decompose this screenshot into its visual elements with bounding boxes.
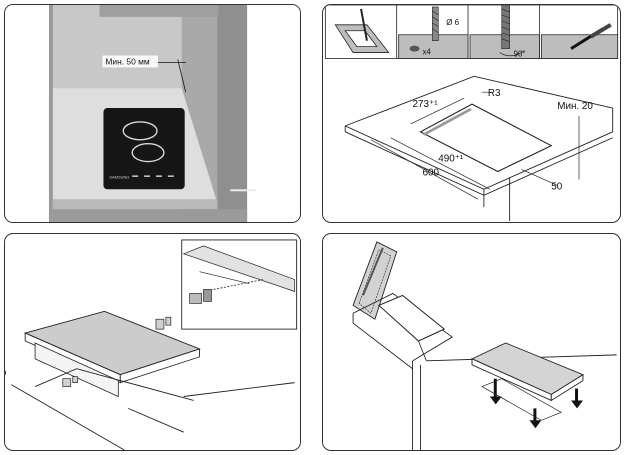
clearance-photo-illustration: SAMSUNG Мин. 50 мм: [5, 5, 300, 222]
countertop-outline: [344, 75, 614, 222]
hob-unit: [23, 310, 201, 398]
hob-front-zone: [122, 121, 158, 141]
hob-underside-view: [352, 241, 398, 320]
panel-clearance-photo: SAMSUNG Мин. 50 мм: [4, 4, 301, 223]
step-drill-icon: [398, 6, 469, 59]
panel-cutout-dimensions: x4 Ø 6 90°: [322, 4, 621, 223]
cutout-dimensions-diagram: x4 Ø 6 90°: [324, 5, 619, 222]
dim-min-thickness: Мин. 20: [557, 101, 593, 112]
bracket-pieces: [62, 316, 172, 387]
dim-front-offset: 50: [551, 181, 563, 192]
dim-counter-depth: 600: [422, 167, 439, 178]
bracket-detail-inset: [181, 239, 298, 330]
dim-cutout-width: 490⁺¹: [438, 154, 464, 165]
cutout-outline: [419, 103, 553, 173]
hob-brand-text: SAMSUNG: [109, 174, 129, 179]
panel-installing-hob: [322, 233, 621, 451]
hob-lowered: [470, 342, 584, 402]
step-jigsaw-icon: [469, 5, 540, 59]
hob-rear-zone: [131, 143, 165, 163]
min-clearance-label: Мин. 50 мм: [105, 56, 149, 66]
screw-count-label: x4: [422, 48, 431, 57]
dim-cutout-depth: 273⁺¹: [413, 99, 439, 110]
dimension-lines: [370, 91, 580, 200]
dim-radius: R3: [488, 88, 501, 99]
fixing-brackets-diagram: [5, 239, 298, 450]
angle-label: 90°: [514, 50, 526, 59]
down-arrows: [489, 378, 583, 429]
step-marking-icon: [334, 8, 390, 53]
drill-diameter-label: Ø 6: [446, 18, 459, 27]
panel-fixing-brackets: [4, 233, 301, 451]
installing-hob-diagram: [352, 241, 617, 450]
step-sealant-icon: [540, 23, 619, 59]
countertop-outline: [5, 368, 295, 450]
